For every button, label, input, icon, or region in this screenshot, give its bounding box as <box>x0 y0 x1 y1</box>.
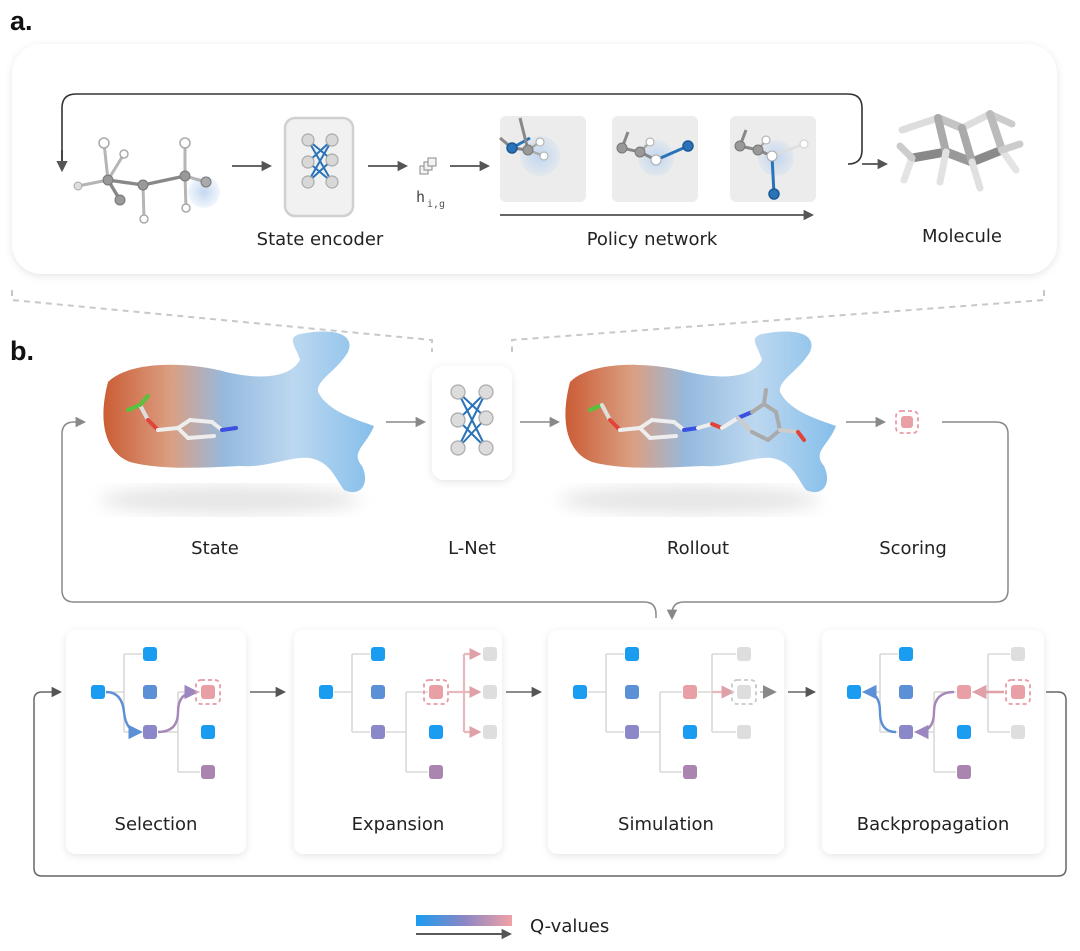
tree-node <box>143 725 157 739</box>
mcts-step-label-selection: Selection <box>115 814 198 835</box>
state-label: State <box>191 538 239 559</box>
simulation-to-state-arrow <box>61 416 657 618</box>
tree-node <box>899 685 913 699</box>
tree-node <box>573 685 587 699</box>
tree-node <box>957 725 971 739</box>
lnet-block <box>432 366 512 480</box>
hidden-state-icon <box>419 157 437 175</box>
tree-node <box>899 725 913 739</box>
q-values-legend: Q-values <box>416 915 609 940</box>
connector-right <box>511 290 1045 352</box>
lnet-label: L-Net <box>448 538 496 559</box>
tree-node <box>957 685 971 699</box>
tree-node <box>1011 685 1025 699</box>
fragment-molecule <box>73 137 220 224</box>
tree-node <box>429 685 443 699</box>
tree-node <box>319 685 333 699</box>
tree-node <box>625 725 639 739</box>
tree-node <box>957 765 971 779</box>
tree-node <box>201 725 215 739</box>
tree-node <box>737 647 751 661</box>
tree-node <box>143 647 157 661</box>
panel-a-letter: a. <box>10 6 33 36</box>
tree-node <box>737 685 751 699</box>
mcts-outer-loop-arrow <box>33 686 1067 877</box>
tree-node <box>371 725 385 739</box>
scoring-node <box>895 410 919 434</box>
tree-node <box>683 725 697 739</box>
tree-node <box>371 685 385 699</box>
policy-step-1 <box>499 116 586 202</box>
mcts-step-label-simulation: Simulation <box>618 814 714 835</box>
state-encoder-label: State encoder <box>257 229 384 250</box>
mcts-card-simulation: Simulation <box>548 630 784 854</box>
tree-node <box>371 647 385 661</box>
mcts-step-label-expansion: Expansion <box>352 814 445 835</box>
rollout-pocket <box>560 331 836 514</box>
tree-node <box>683 685 697 699</box>
tree-node <box>483 725 497 739</box>
tree-node <box>899 647 913 661</box>
mcts-step-label-backpropagation: Backpropagation <box>857 814 1010 835</box>
tree-node <box>737 725 751 739</box>
scoring-to-simulation-arrow <box>666 421 1009 621</box>
scoring-label: Scoring <box>879 538 947 559</box>
mcts-card-backpropagation: Backpropagation <box>822 630 1044 854</box>
hidden-state-subscript: i,g <box>427 199 445 210</box>
hidden-state-symbol: h <box>416 188 425 206</box>
mcts-card-expansion: Expansion <box>294 630 502 854</box>
tree-node <box>1011 725 1025 739</box>
policy-step-3 <box>730 116 816 202</box>
tree-node <box>429 765 443 779</box>
tree-node <box>625 685 639 699</box>
tree-node <box>91 685 105 699</box>
panel-b-letter: b. <box>10 336 34 366</box>
policy-network-label: Policy network <box>587 229 718 250</box>
panel-a-loop-arrow <box>61 93 863 168</box>
tree-node <box>483 685 497 699</box>
q-values-label: Q-values <box>530 916 609 937</box>
tree-node <box>1011 647 1025 661</box>
connector-left <box>11 290 433 352</box>
tree-node <box>625 647 639 661</box>
mcts-card-selection: Selection <box>66 630 246 854</box>
tree-node <box>201 685 215 699</box>
policy-step-2 <box>612 116 698 202</box>
tree-node <box>483 647 497 661</box>
tree-node <box>847 685 861 699</box>
rollout-label: Rollout <box>667 538 729 559</box>
state-pocket <box>100 331 375 514</box>
tree-node <box>683 765 697 779</box>
molecule-label: Molecule <box>922 226 1002 247</box>
tree-node <box>429 725 443 739</box>
tree-node <box>201 765 215 779</box>
state-encoder-block <box>283 116 355 218</box>
tree-node <box>143 685 157 699</box>
final-molecule <box>896 110 1024 192</box>
